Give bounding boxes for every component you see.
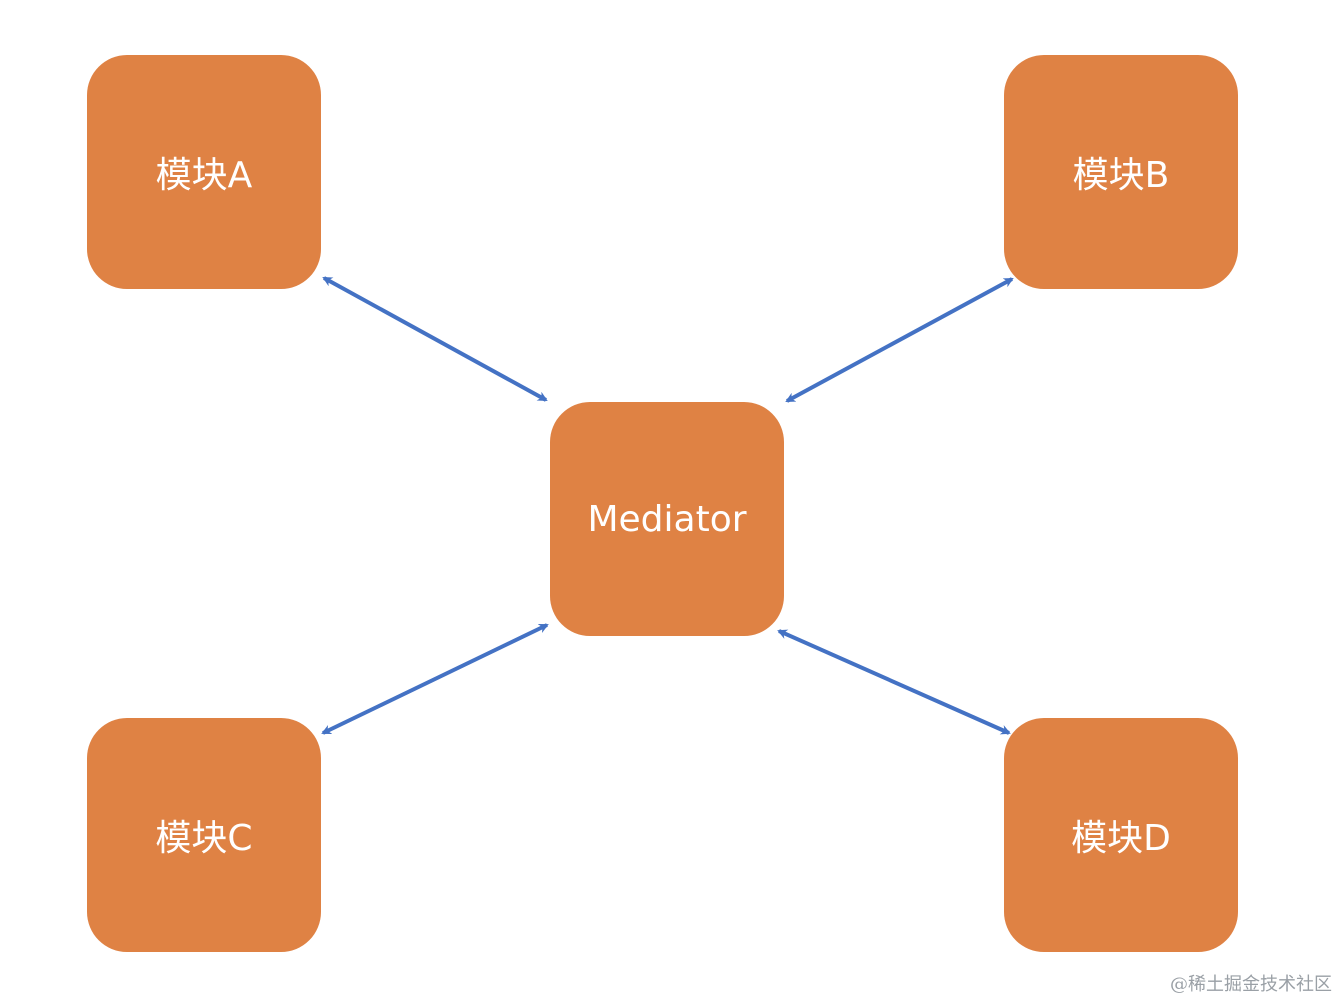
mediator-box: Mediator: [550, 402, 784, 636]
arrow-b-mediator: [785, 277, 1014, 403]
module-c-box: 模块C: [87, 718, 321, 952]
arrow-a-mediator: [322, 276, 548, 402]
mediator-label: Mediator: [587, 498, 747, 540]
module-b-label: 模块B: [1072, 155, 1170, 196]
watermark: @稀土掘金技术社区: [1170, 974, 1332, 995]
arrow-c-mediator: [321, 623, 549, 735]
module-c-label: 模块C: [155, 818, 253, 859]
arrow-d-mediator: [777, 629, 1011, 735]
module-a-box: 模块A: [87, 55, 321, 289]
module-d-label: 模块D: [1071, 818, 1171, 859]
module-d-box: 模块D: [1004, 718, 1238, 952]
module-b-box: 模块B: [1004, 55, 1238, 289]
module-a-label: 模块A: [155, 155, 253, 196]
